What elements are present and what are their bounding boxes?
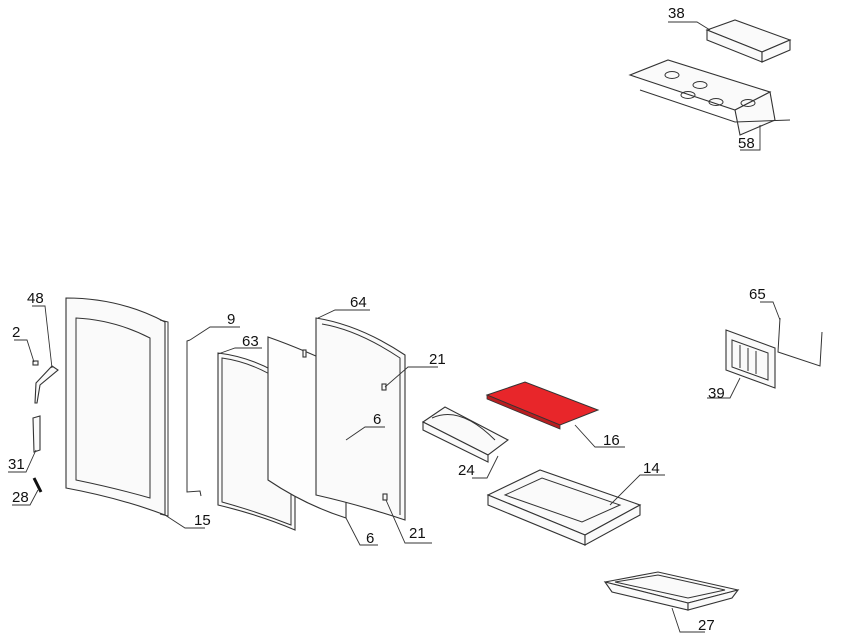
label-63: 63	[242, 333, 259, 350]
part-27-ash-pan[interactable]	[603, 571, 740, 611]
part-48-handle[interactable]	[34, 365, 59, 404]
label-14: 14	[643, 460, 660, 477]
part-65-seal[interactable]	[777, 317, 823, 367]
label-9: 9	[227, 311, 235, 328]
part-58-bracket[interactable]	[628, 59, 791, 136]
part-16-grate[interactable]	[485, 381, 600, 430]
part-24-brick-rest[interactable]	[421, 406, 510, 463]
part-39-air-vent[interactable]	[725, 329, 776, 389]
part-9-seal[interactable]	[186, 339, 202, 497]
label-16: 16	[603, 432, 620, 449]
label-21-top: 21	[429, 351, 446, 368]
label-2: 2	[12, 324, 20, 341]
label-38: 38	[668, 5, 685, 22]
part-28-spring[interactable]	[32, 477, 43, 493]
label-65: 65	[749, 286, 766, 303]
part-2-pin[interactable]	[32, 360, 39, 366]
part-38-brick[interactable]	[705, 19, 792, 63]
leader-lines	[8, 21, 781, 633]
part-31-plate[interactable]	[32, 415, 41, 453]
label-39: 39	[708, 385, 725, 402]
part-64-back-frame[interactable]	[302, 317, 406, 521]
label-6-top: 6	[373, 411, 381, 428]
part-14-ash-tray-frame[interactable]	[486, 469, 642, 546]
label-58: 58	[738, 135, 755, 152]
label-31: 31	[8, 456, 25, 473]
label-64: 64	[350, 294, 367, 311]
part-15-door-frame[interactable]	[65, 297, 169, 517]
label-6-bottom: 6	[366, 530, 374, 547]
label-48: 48	[27, 290, 44, 307]
label-21-bottom: 21	[409, 525, 426, 542]
label-28: 28	[12, 489, 29, 506]
label-27: 27	[698, 617, 715, 634]
label-15: 15	[194, 512, 211, 529]
label-24: 24	[458, 462, 475, 479]
